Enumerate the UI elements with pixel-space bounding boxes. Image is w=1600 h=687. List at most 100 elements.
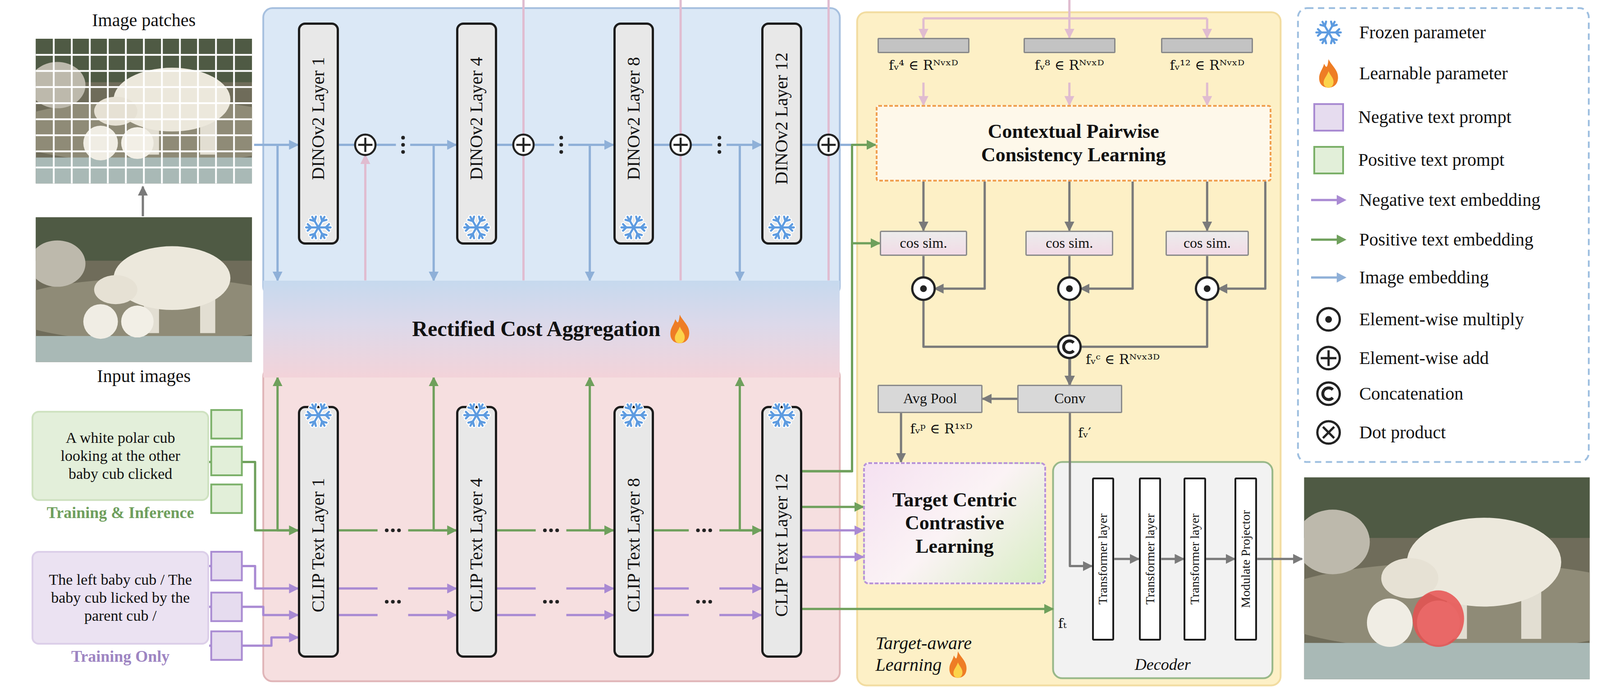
snowflake-branch bbox=[773, 233, 778, 236]
wire bbox=[922, 18, 925, 38]
snowflake-branch bbox=[307, 415, 311, 419]
snowflake-branch bbox=[630, 404, 632, 409]
symbol-ring bbox=[818, 134, 839, 156]
snowflake-branch bbox=[785, 421, 790, 424]
snowflake-branch bbox=[307, 411, 311, 416]
legend-item: Dot product bbox=[1310, 416, 1446, 449]
node-text: Decoder bbox=[1134, 655, 1191, 675]
snowflake-arm bbox=[627, 227, 634, 239]
legend-item: Positive text embedding bbox=[1310, 223, 1534, 256]
legend-icon bbox=[1310, 224, 1348, 256]
snowflake-arm bbox=[318, 227, 325, 239]
snowflake-branch bbox=[466, 415, 470, 419]
snowflake-branch bbox=[630, 233, 632, 239]
snowflake-branch bbox=[773, 407, 778, 410]
snowflake-icon bbox=[464, 216, 489, 239]
snowflake-branch bbox=[625, 407, 631, 410]
snowflake-arm bbox=[775, 227, 782, 239]
connector bbox=[900, 413, 903, 463]
operation-box: cos sim. bbox=[879, 230, 968, 257]
snowflake-branch bbox=[635, 233, 638, 239]
snowflake-icon bbox=[464, 404, 489, 426]
ellipsis-dot bbox=[559, 150, 563, 154]
snowflake-arm bbox=[470, 415, 477, 426]
gap-patch bbox=[535, 524, 567, 537]
transformer-layer: Transformer layer bbox=[1092, 477, 1115, 641]
snowflake-branch bbox=[785, 421, 790, 424]
snowflake-branch bbox=[1330, 39, 1333, 44]
snowflake-arm bbox=[470, 216, 477, 228]
snowflake-branch bbox=[635, 233, 638, 239]
snowflake-branch bbox=[625, 421, 631, 424]
encoder-layer: DINOv2 Layer 1 bbox=[297, 22, 339, 246]
snowflake-branch bbox=[622, 224, 627, 228]
snowflake-arm bbox=[464, 414, 477, 417]
snowflake-arm bbox=[312, 216, 319, 228]
snowflake-branch bbox=[325, 415, 330, 419]
node-text: Conv bbox=[1054, 390, 1086, 408]
snowflake-branch bbox=[480, 233, 485, 236]
photo bbox=[35, 38, 252, 184]
snowflake-arm bbox=[627, 415, 634, 426]
snowflake-branch bbox=[622, 415, 627, 419]
ellipsis-dot bbox=[559, 142, 563, 147]
legend-item: Element-wise add bbox=[1310, 341, 1489, 375]
connector bbox=[922, 82, 925, 106]
node-text: Target Centric Contrastive Learning bbox=[875, 488, 1034, 559]
snowflake-arm bbox=[781, 227, 788, 239]
snowflake-branch bbox=[630, 421, 632, 427]
snowflake-branch bbox=[479, 216, 481, 222]
snowflake-branch bbox=[468, 421, 473, 424]
snowflake-branch bbox=[472, 421, 475, 427]
snowflake-branch bbox=[777, 216, 780, 222]
ellipsis-dot bbox=[384, 600, 389, 604]
snowflake-branch bbox=[468, 233, 473, 236]
snowflake-arm bbox=[470, 216, 477, 228]
snowflake-branch bbox=[484, 227, 488, 231]
photo-cub bbox=[83, 125, 119, 161]
symbol-stroke bbox=[1327, 350, 1330, 366]
symbol-ring bbox=[670, 134, 691, 156]
legend-icon bbox=[1310, 58, 1348, 89]
snowflake-branch bbox=[777, 216, 780, 222]
snowflake-branch bbox=[771, 227, 775, 231]
module-panel: Target-aware Learningfᵥ⁴ ∈ Rᴺᵛˣᴰfᵥ⁸ ∈ Rᴺ… bbox=[857, 12, 1281, 686]
snowflake-branch bbox=[314, 233, 316, 239]
connector bbox=[1206, 82, 1209, 106]
snowflake-branch bbox=[789, 411, 793, 416]
flame-icon bbox=[1319, 59, 1339, 88]
snowflake-branch bbox=[466, 411, 470, 416]
snowflake-branch bbox=[789, 224, 793, 228]
node-text: Avg Pool bbox=[903, 390, 957, 408]
snowflake-arm bbox=[464, 226, 477, 229]
snowflake-branch bbox=[789, 415, 793, 419]
wire bbox=[679, 0, 682, 281]
snowflake-arm bbox=[781, 415, 788, 426]
legend-line bbox=[1311, 198, 1339, 202]
snowflake-arm bbox=[476, 216, 483, 228]
transformer-layer: Transformer layer bbox=[1138, 477, 1162, 641]
snowflake-branch bbox=[310, 421, 315, 424]
snowflake-branch bbox=[777, 404, 780, 409]
snowflake-branch bbox=[320, 216, 323, 222]
snowflake-branch bbox=[785, 233, 790, 236]
snowflake-branch bbox=[771, 411, 775, 416]
snowflake-arm bbox=[621, 414, 634, 417]
legend-icon bbox=[1310, 184, 1348, 216]
legend-text: Element-wise multiply bbox=[1359, 309, 1525, 330]
connector bbox=[923, 256, 1070, 385]
ellipsis-dot bbox=[708, 600, 713, 604]
snowflake-branch bbox=[484, 227, 488, 231]
snowflake-branch bbox=[479, 216, 481, 222]
symbol-dot bbox=[1325, 315, 1332, 323]
snowflake-branch bbox=[784, 404, 786, 409]
snowflake-branch bbox=[640, 224, 645, 228]
legend-swatch bbox=[1313, 103, 1344, 132]
node-text: DINOv2 Layer 1 bbox=[307, 56, 330, 180]
ellipsis-dot bbox=[717, 150, 722, 154]
gap-patch bbox=[395, 129, 411, 161]
snowflake-branch bbox=[771, 224, 775, 228]
node-text: The left baby cub / The baby cub licked … bbox=[45, 571, 196, 626]
snowflake-branch bbox=[322, 219, 327, 222]
ellipsis-dot bbox=[702, 528, 706, 533]
